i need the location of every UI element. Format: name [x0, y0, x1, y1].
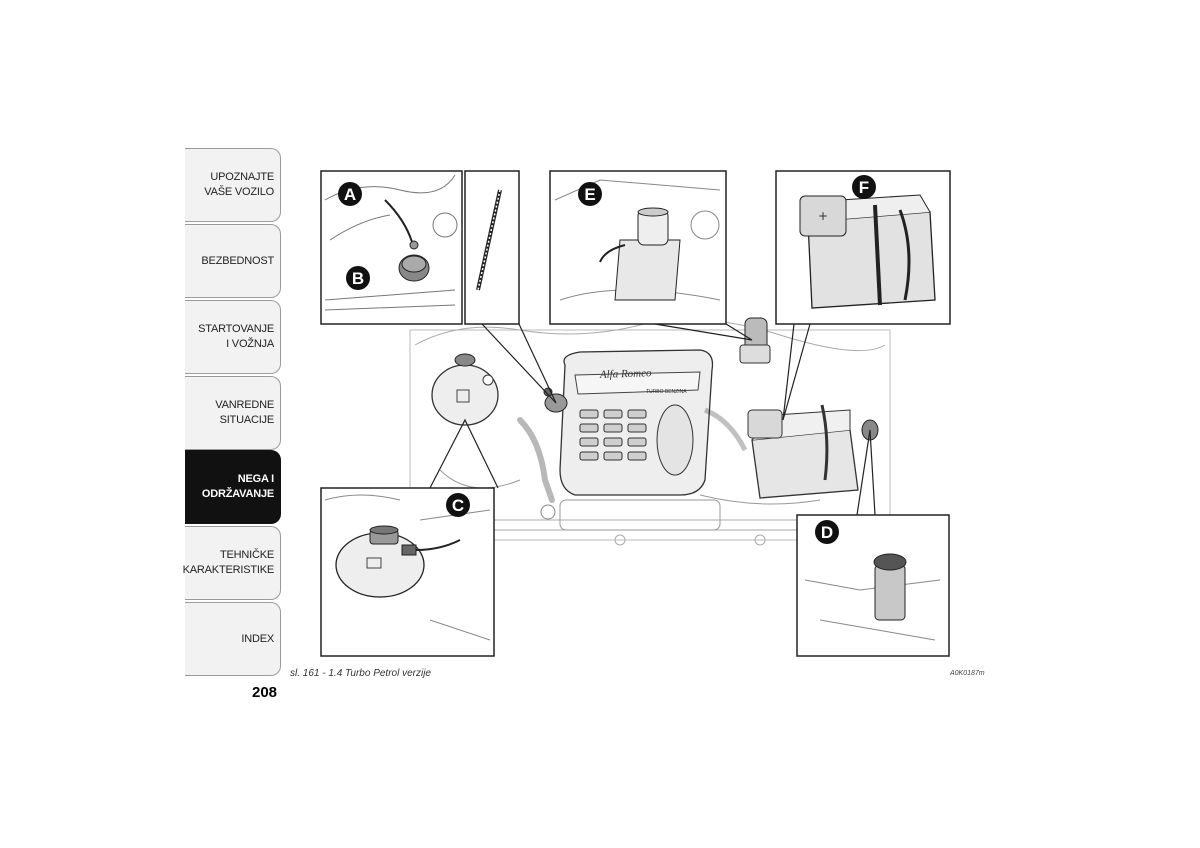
svg-text:B: B	[352, 269, 364, 288]
tab-startovanje-i-voznja[interactable]: STARTOVANJE I VOŽNJA	[185, 300, 281, 374]
tab-label: BEZBEDNOST	[201, 254, 274, 267]
engine-badge-script: Alfa Romeo	[599, 367, 653, 381]
tab-upoznajte-vase-vozilo[interactable]: UPOZNAJTE VAŠE VOZILO	[185, 148, 281, 222]
tab-label: STARTOVANJE I VOŽNJA	[198, 323, 274, 350]
inset-dipstick	[464, 170, 520, 325]
svg-text:F: F	[859, 178, 869, 197]
tab-bezbednost[interactable]: BEZBEDNOST	[185, 224, 281, 298]
svg-text:E: E	[584, 185, 595, 204]
page-number: 208	[252, 684, 278, 701]
inset-brake-fluid	[549, 170, 727, 325]
tab-vanredne-situacije[interactable]: VANREDNE SITUACIJE	[185, 376, 281, 450]
tab-label: UPOZNAJTE VAŠE VOZILO	[204, 171, 274, 198]
tab-index[interactable]: INDEX	[185, 602, 281, 676]
callout-badges: A B C D E F	[338, 175, 876, 544]
leader-lines	[429, 323, 876, 516]
svg-text:A: A	[344, 185, 356, 204]
tab-nega-i-odrzavanje[interactable]: NEGA I ODRŽAVANJE	[185, 450, 281, 524]
tab-label: TEHNIČKE KARAKTERISTIKE	[182, 549, 275, 576]
svg-text:C: C	[452, 496, 464, 515]
callout-b: B	[346, 266, 370, 290]
inset-battery: +	[775, 170, 951, 325]
tab-label: NEGA I ODRŽAVANJE	[201, 473, 274, 500]
tab-label: VANREDNE SITUACIJE	[215, 399, 274, 426]
callout-a: A	[338, 182, 362, 206]
inset-coolant	[320, 487, 495, 657]
callout-d: D	[815, 520, 839, 544]
tab-label: INDEX	[241, 632, 274, 645]
engine-badge-subtitle: TURBO BENZINA	[646, 389, 687, 395]
svg-text:D: D	[821, 523, 833, 542]
figure-caption: sl. 161 - 1.4 Turbo Petrol verzije	[290, 668, 431, 679]
svg-text:+: +	[818, 209, 828, 223]
engine-bay-drawing	[409, 317, 891, 546]
callout-c: C	[446, 493, 470, 517]
callout-e: E	[578, 182, 602, 206]
callout-f: F	[852, 175, 876, 199]
tab-tehnicke-karakteristike[interactable]: TEHNIČKE KARAKTERISTIKE	[182, 526, 281, 600]
figure-code: A0K0187m	[950, 670, 985, 677]
